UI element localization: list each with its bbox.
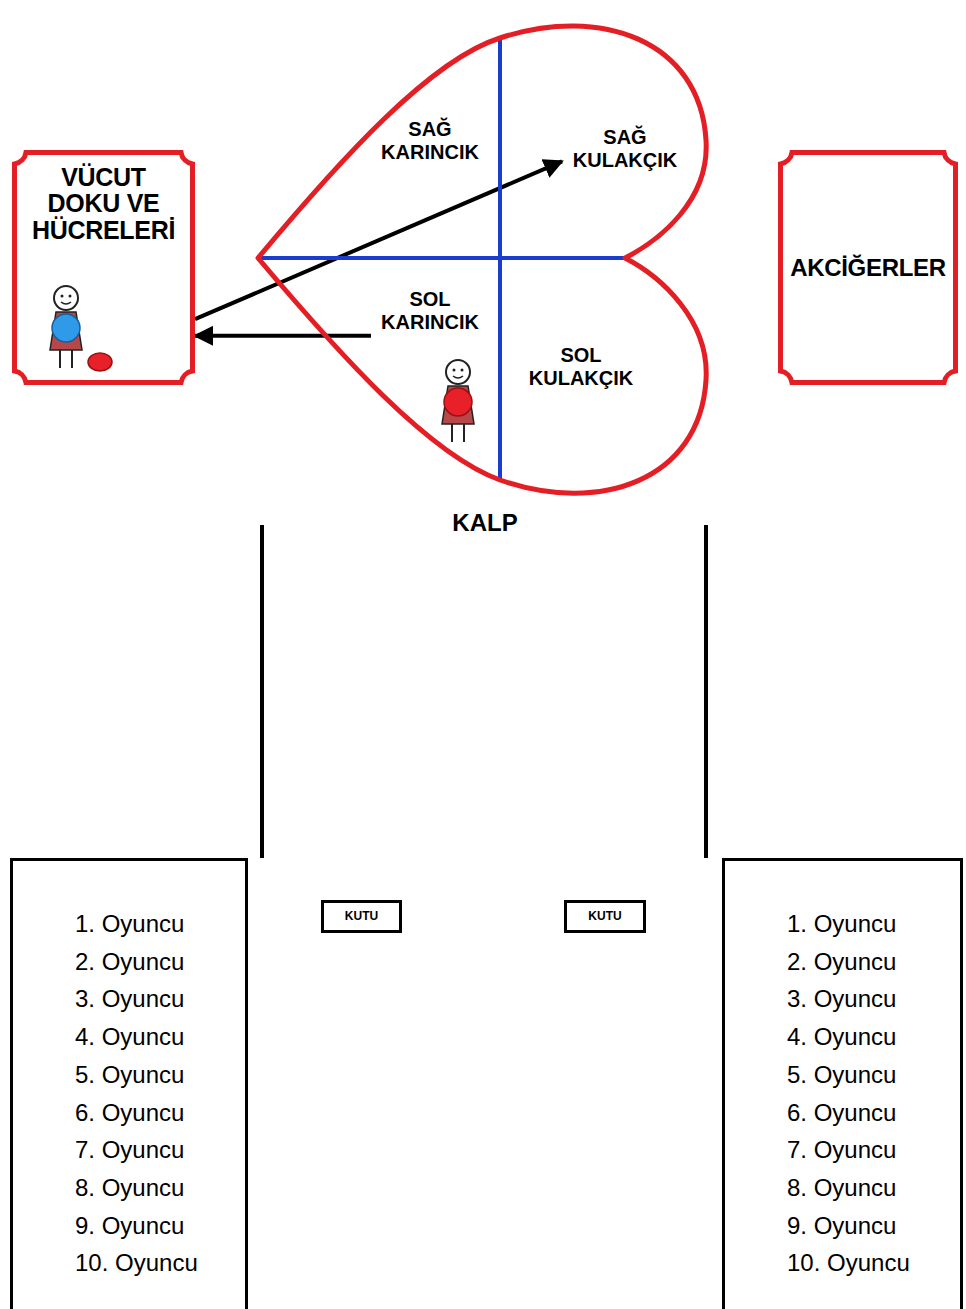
player-figure [50,286,82,368]
septum-line [258,256,625,260]
player-label: 4. Oyuncu [75,1018,245,1056]
figure-eye [69,295,72,298]
blood-cell-red [88,353,112,371]
player-label: 8. Oyuncu [787,1169,960,1207]
notched-border [781,153,956,383]
heart-chamber: SAĞ KARINCIK [370,112,490,170]
team-list: 1. Oyuncu2. Oyuncu3. Oyuncu4. Oyuncu5. O… [10,858,248,1309]
figure-smile [453,376,463,378]
box-label: KUTU [588,910,621,923]
chamber-label: SAĞ KARINCIK [374,118,486,164]
heart-chamber: SOL KARINCIK [371,280,489,342]
body-tissue-box: VÜCUT DOKU VE HÜCRELERİ [12,150,195,385]
organ-label: VÜCUT DOKU VE HÜCRELERİ [25,164,183,243]
player-label: 10. Oyuncu [787,1244,960,1282]
flow-arrow [195,334,371,338]
flow-arrow [195,161,562,319]
chamber-label: SOL KULAKÇIK [525,344,637,390]
chamber-label: SAĞ KULAKÇIK [569,126,681,172]
player-label: 6. Oyuncu [75,1094,245,1132]
player-label: 10. Oyuncu [75,1244,245,1282]
player-label: 1. Oyuncu [75,905,245,943]
player-label: 9. Oyuncu [787,1207,960,1245]
figure-eye [61,295,64,298]
heart-border [258,26,706,493]
heart-outline [250,0,720,548]
organ-title: KALP [452,510,517,536]
figure-dress [50,312,82,350]
corridor-line [260,525,264,858]
corridor-line [704,525,708,858]
heart-chamber: SAĞ KULAKÇIK [562,118,688,180]
blood-cell-red [444,388,472,416]
player-label: 4. Oyuncu [787,1018,960,1056]
player-label: 5. Oyuncu [75,1056,245,1094]
figure-leg [59,348,61,368]
player-label: 2. Oyuncu [787,943,960,981]
figure-leg [451,422,453,442]
figure-dress [442,386,474,424]
player-figure [442,360,474,442]
player-label: 1. Oyuncu [787,905,960,943]
heart-shape: KALP SAĞ KARINCIK SAĞ KULAKÇIK SOL KARINCIK… [250,0,720,548]
notched-border [15,153,193,383]
figure-head [446,360,470,384]
player-label: 5. Oyuncu [787,1056,960,1094]
figure-leg [463,422,465,442]
figure-head [54,286,78,310]
box-token: KUTU [321,900,402,933]
player-label: 8. Oyuncu [75,1169,245,1207]
figure-eye [453,369,456,372]
figure-leg [71,348,73,368]
blood-cell-blue [52,314,80,342]
player-label: 2. Oyuncu [75,943,245,981]
chamber-label: SOL KARINCIK [374,288,486,334]
heart-chamber: SOL KULAKÇIK [522,336,640,398]
box-label: KUTU [345,910,378,923]
figure-eye [461,369,464,372]
lungs-box: AKCİĞERLER [778,150,958,385]
organ-label: AKCİĞERLER [790,255,946,280]
player-label: 7. Oyuncu [75,1131,245,1169]
box-token: KUTU [564,900,646,933]
player-label: 7. Oyuncu [787,1131,960,1169]
team-list: 1. Oyuncu2. Oyuncu3. Oyuncu4. Oyuncu5. O… [722,858,963,1309]
player-label: 6. Oyuncu [787,1094,960,1132]
player-label: 3. Oyuncu [787,980,960,1018]
figure-smile [61,302,71,304]
player-label: 9. Oyuncu [75,1207,245,1245]
player-label: 3. Oyuncu [75,980,245,1018]
